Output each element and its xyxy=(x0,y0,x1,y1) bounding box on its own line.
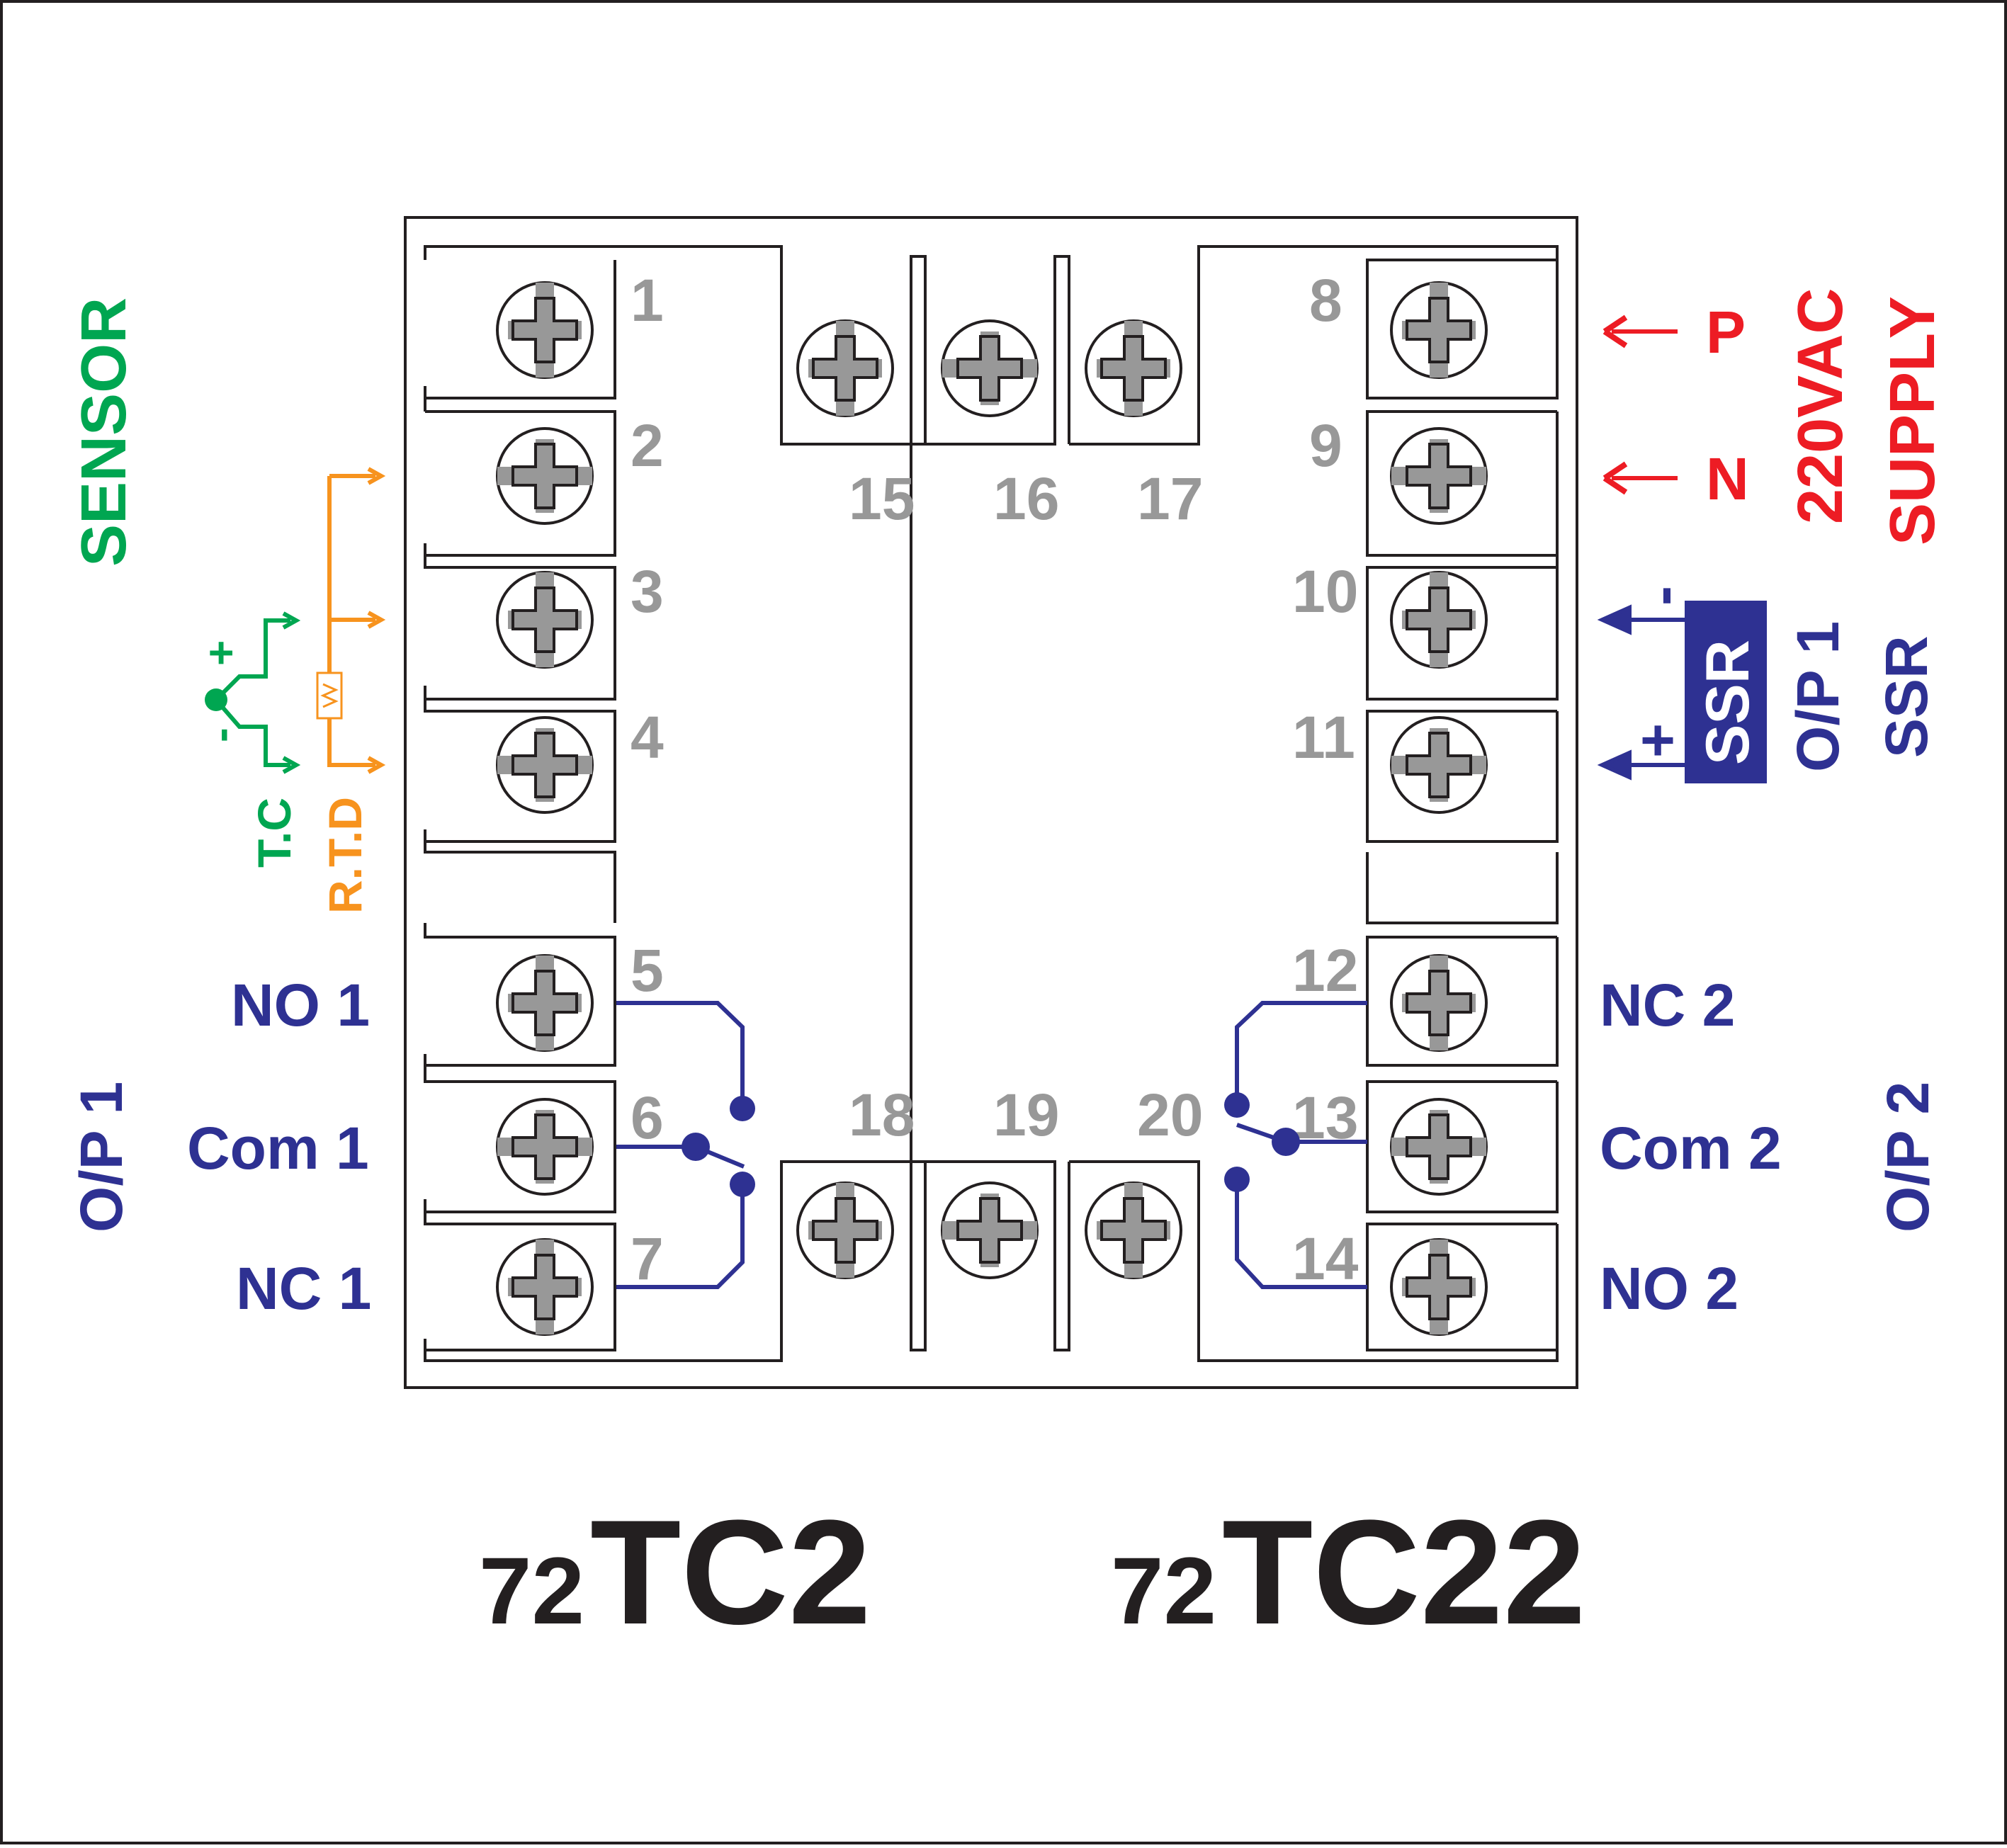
screw-14 xyxy=(1390,1238,1488,1336)
op1-nc-label: NC 1 xyxy=(236,1255,371,1322)
tc-plus-sign: + xyxy=(197,640,246,666)
terminal-number-7: 7 xyxy=(631,1225,664,1292)
terminal-number-12: 12 xyxy=(1292,937,1358,1004)
terminal-number-5: 5 xyxy=(631,937,664,1004)
terminal-number-8: 8 xyxy=(1309,267,1342,334)
ssr-op-label: O/P 1 xyxy=(1785,621,1851,772)
terminal-number-6: 6 xyxy=(631,1084,664,1151)
controller-body xyxy=(404,216,1578,1389)
screw-2 xyxy=(496,427,594,525)
thermocouple-symbol xyxy=(205,611,301,774)
terminal-number-20: 20 xyxy=(1137,1082,1203,1148)
model-name-2: 72 TC22 xyxy=(1111,1489,1586,1655)
screw-13 xyxy=(1390,1098,1488,1196)
ssr-box xyxy=(1685,601,1767,783)
top-terminal-block xyxy=(910,245,1559,1362)
screw-17 xyxy=(1085,319,1182,417)
supply-phase-label: P xyxy=(1706,299,1746,365)
tc-minus-sign: - xyxy=(197,727,246,742)
terminal-number-18: 18 xyxy=(849,1082,915,1148)
screw-6 xyxy=(496,1098,594,1196)
terminal-number-9: 9 xyxy=(1309,412,1342,479)
supply-voltage: 220VAC xyxy=(1785,288,1856,524)
left-terminal-block xyxy=(424,245,910,1362)
op1-relay-contacts xyxy=(616,1001,755,1289)
screw-4 xyxy=(496,716,594,814)
op2-com-label: Com 2 xyxy=(1600,1115,1782,1181)
ssr-plus-sign: + xyxy=(1624,723,1690,758)
supply-arrows xyxy=(1602,314,1678,495)
screw-11 xyxy=(1390,716,1488,814)
right-terminal-block xyxy=(1366,259,1559,1351)
screw-3 xyxy=(496,571,594,669)
terminal-number-16: 16 xyxy=(993,465,1059,532)
screw-5 xyxy=(496,954,594,1052)
terminal-number-17: 17 xyxy=(1137,465,1203,532)
screw-7 xyxy=(496,1238,594,1336)
screw-16 xyxy=(941,319,1039,417)
terminal-number-11: 11 xyxy=(1292,704,1355,771)
op1-com-label: Com 1 xyxy=(187,1115,369,1181)
op2-relay-contacts xyxy=(1224,1001,1367,1289)
model-name-1: 72 TC2 xyxy=(479,1489,871,1655)
screw-12 xyxy=(1390,954,1488,1052)
supply-neutral-label: N xyxy=(1706,446,1749,512)
model-1-suffix: TC2 xyxy=(590,1489,871,1655)
supply-title: SUPPLY xyxy=(1877,296,1948,545)
screw-18 xyxy=(796,1181,894,1279)
rtd-symbol xyxy=(316,467,386,774)
screw-1 xyxy=(496,281,594,379)
op2-nc-label: NC 2 xyxy=(1600,972,1735,1038)
rtd-label: R.T.D xyxy=(319,797,371,914)
tc-label: T.C xyxy=(248,798,300,868)
screw-19 xyxy=(941,1181,1039,1279)
terminal-number-4: 4 xyxy=(631,704,664,771)
screw-15 xyxy=(796,319,894,417)
op2-no-label: NO 2 xyxy=(1600,1255,1739,1322)
screw-8 xyxy=(1390,281,1488,379)
screw-20 xyxy=(1085,1181,1182,1279)
terminal-number-1: 1 xyxy=(631,267,664,334)
terminal-number-15: 15 xyxy=(849,465,915,532)
model-2-suffix: TC22 xyxy=(1222,1489,1586,1655)
ssr-minus-sign: - xyxy=(1629,586,1695,606)
screw-10 xyxy=(1390,571,1488,669)
screw-9 xyxy=(1390,427,1488,525)
model-1-prefix: 72 xyxy=(479,1538,584,1644)
terminal-number-19: 19 xyxy=(993,1082,1059,1148)
ssr-arrows xyxy=(1597,604,1685,781)
terminal-number-3: 3 xyxy=(631,558,664,625)
model-2-prefix: 72 xyxy=(1111,1538,1216,1644)
sensor-title: SENSOR xyxy=(69,297,140,567)
ssr-type-label: SSR xyxy=(1873,635,1940,758)
op1-title: O/P 1 xyxy=(68,1082,135,1232)
terminal-number-2: 2 xyxy=(631,412,664,479)
op1-no-label: NO 1 xyxy=(231,972,370,1038)
terminal-number-14: 14 xyxy=(1292,1225,1359,1292)
ssr-box-label: SSR xyxy=(1694,640,1762,765)
op2-title: O/P 2 xyxy=(1875,1082,1941,1232)
terminal-number-10: 10 xyxy=(1292,558,1358,625)
